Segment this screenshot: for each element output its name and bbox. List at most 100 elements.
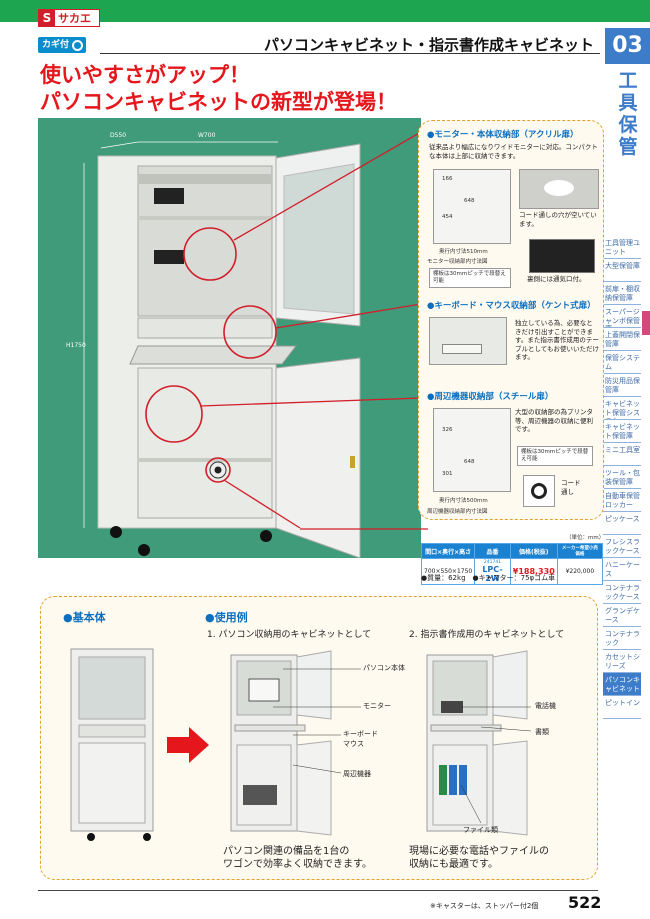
feature-callout: ●モニター・本体収納部（アクリル扉） 従来品より幅広になりワイドモニターに対応。…	[418, 120, 604, 520]
usage1-title: 1. パソコン収納用のキャビネットとして	[207, 630, 372, 640]
monitor-dim-h2: 454	[442, 214, 453, 220]
cord-grommet-text: コード通し	[561, 479, 581, 496]
side-active-tab	[642, 311, 650, 335]
chapter-name: 工具保管	[618, 70, 638, 158]
spec-code: LPC-2W	[482, 565, 503, 583]
monitor-caption: モニター収納部内寸法図	[427, 259, 488, 265]
cord-hole-photo	[519, 169, 599, 209]
side-nav-item: ハニーケース	[603, 558, 641, 581]
usage2-caption-line2: 収納にも最適です。	[409, 859, 498, 870]
monitor-dim-w: 648	[464, 198, 475, 204]
peripheral-dim-h2: 301	[442, 471, 453, 477]
label-peripheral: 周辺機器	[343, 770, 371, 778]
lock-badge: カギ付	[38, 37, 87, 53]
peripheral-dim-w: 648	[464, 459, 475, 465]
usage1-caption: パソコン関連の備品を1台の ワゴンで効率よく収納できます。	[223, 845, 372, 871]
monitor-section-title: ●モニター・本体収納部（アクリル扉）	[427, 130, 579, 140]
catch-copy: 使いやすさがアップ！ パソコンキャビネットの新型が登場！	[40, 62, 397, 116]
keyboard-section-title: ●キーボード・マウス収納部（ケント式扉）	[427, 301, 596, 311]
usage1-caption-line2: ワゴンで効率よく収納できます。	[223, 859, 372, 870]
usage2-title: 2. 指示書作成用のキャビネットとして	[409, 630, 565, 640]
cord-hole-text: コード通しの穴が空いています。	[519, 211, 597, 228]
label-documents: 書類	[535, 728, 549, 736]
label-mouse: マウス	[343, 740, 364, 748]
keyboard-photo	[429, 317, 507, 365]
usage-illustrations	[70, 648, 532, 841]
basic-title: ●基本体	[63, 611, 106, 624]
monitor-shelf-note: 棚板は30mmピッチで段替え可能	[433, 271, 506, 284]
side-nav-item: カセットシリーズ	[603, 650, 641, 673]
side-nav-item: コンテナラックケース	[603, 581, 641, 604]
side-nav-item: 自動車保管ロッカー	[603, 489, 641, 512]
spec-price: ¥188,330	[509, 558, 558, 585]
label-monitor: モニター	[363, 702, 391, 710]
peripheral-depth-note: 奥行内寸法500mm	[439, 498, 488, 504]
sakae-logo: S サカエ	[38, 9, 100, 27]
side-nav-item: キャビネット保管庫	[603, 420, 641, 443]
side-nav-item: グランデケース	[603, 604, 641, 627]
side-nav-item: 上蓋開閉保管庫	[603, 328, 641, 351]
peripheral-dim-drawing: 326 648 301	[433, 408, 511, 492]
unit-note: （単位：mm）	[566, 535, 605, 541]
spec-header-list-price: メーカー希望小売価格	[556, 543, 604, 559]
vent-text: 裏側には通気口付。	[527, 275, 586, 283]
usage2-caption: 現場に必要な電話やファイルの 収納にも最適です。	[409, 845, 549, 871]
page-number: 522	[568, 893, 602, 912]
vent-photo	[529, 239, 595, 273]
label-phone: 電話機	[535, 702, 556, 710]
usage-panel: ●基本体 ●使用例 1. パソコン収納用のキャビネットとして 2. 指示書作成用…	[40, 596, 598, 880]
peripheral-shelf-note-box: 棚板は30mmピッチで段替え可能	[517, 446, 593, 466]
spec-header-price: 価格(税抜)	[509, 543, 558, 559]
page-title: パソコンキャビネット・指示書作成キャビネット	[263, 36, 594, 54]
weight-note: ●質量：62kg ●キャスター：75φゴム車	[421, 574, 556, 582]
caster-leader	[300, 528, 428, 530]
usage-title: ●使用例	[205, 611, 248, 624]
spec-table: 間口×奥行×高さ 品番 価格(税抜) メーカー希望小売価格 700×550×17…	[420, 543, 604, 585]
caster-footnote: ※キャスターは、ストッパー付2個	[430, 902, 539, 910]
side-nav: 工具管理ユニット大型保管庫前扉・棚収納保管庫スーパージャンボ保管庫上蓋開閉保管庫…	[603, 236, 641, 719]
peripheral-section-title: ●周辺機器収納部（スチール扉）	[427, 392, 554, 402]
spec-list-price: ¥220,000	[556, 558, 604, 585]
depth-label: D550	[110, 132, 127, 139]
side-nav-item: ピッケース	[603, 512, 641, 535]
monitor-dim-drawing: 166 648 454	[433, 169, 511, 244]
spec-header-size: 間口×奥行×高さ	[420, 543, 476, 559]
cabinet-illustration	[83, 131, 422, 559]
catch-line-1: 使いやすさがアップ！	[40, 63, 250, 87]
label-files: ファイル類	[463, 826, 498, 834]
side-nav-item: ミニ工具室	[603, 443, 641, 466]
height-label: H1750	[66, 342, 86, 349]
monitor-dim-h1: 166	[442, 176, 453, 182]
side-nav-item: スーパージャンボ保管庫	[603, 305, 641, 328]
monitor-shelf-note-box: 棚板は30mmピッチで段替え可能	[429, 268, 511, 288]
spec-header-code: 品番	[474, 543, 511, 559]
monitor-depth-note: 奥行内寸法510mm	[439, 249, 488, 255]
top-bar	[0, 0, 650, 22]
spec-header-row: 間口×奥行×高さ 品番 価格(税抜) メーカー希望小売価格	[420, 543, 604, 559]
bottom-rule	[38, 890, 598, 891]
spec-code-small: 241741	[483, 560, 502, 565]
usage2-caption-line1: 現場に必要な電話やファイルの	[409, 846, 549, 857]
monitor-section-text: 従来品より幅広になりワイドモニターに対応。コンパクトな本体は上部に収納できます。	[429, 143, 598, 160]
side-nav-item: パソコンキャビネット	[603, 673, 641, 696]
width-label: W700	[198, 132, 216, 139]
lock-badge-label: カギ付	[42, 40, 70, 50]
side-nav-item: コンテナラック	[603, 627, 641, 650]
peripheral-section-text: 大型の収納部の為プリンタ等、周辺機器の収納に便利です。	[515, 408, 593, 433]
spec-row: 700×550×1750 241741 LPC-2W ¥188,330 ¥220…	[420, 558, 604, 585]
side-nav-item: キャビネット保管システム	[603, 397, 641, 420]
label-keyboard: キーボード	[343, 730, 378, 738]
catch-line-2: パソコンキャビネットの新型が登場！	[40, 90, 397, 114]
title-rule	[100, 53, 600, 54]
lock-ring-icon	[72, 39, 84, 51]
side-nav-item: ツール・包装保管庫	[603, 466, 641, 489]
side-nav-item: 工具管理ユニット	[603, 236, 641, 259]
cord-grommet-photo	[523, 475, 555, 507]
side-nav-item: 保管システム	[603, 351, 641, 374]
product-photo: D550 W700 H1750	[38, 118, 422, 559]
spec-size: 700×550×1750	[420, 558, 476, 585]
spec-code-cell: 241741 LPC-2W	[474, 558, 511, 585]
peripheral-shelf-note: 棚板は30mmピッチで段替え可能	[521, 449, 589, 462]
chapter-number: 03	[605, 28, 650, 64]
logo-text: サカエ	[58, 12, 91, 25]
